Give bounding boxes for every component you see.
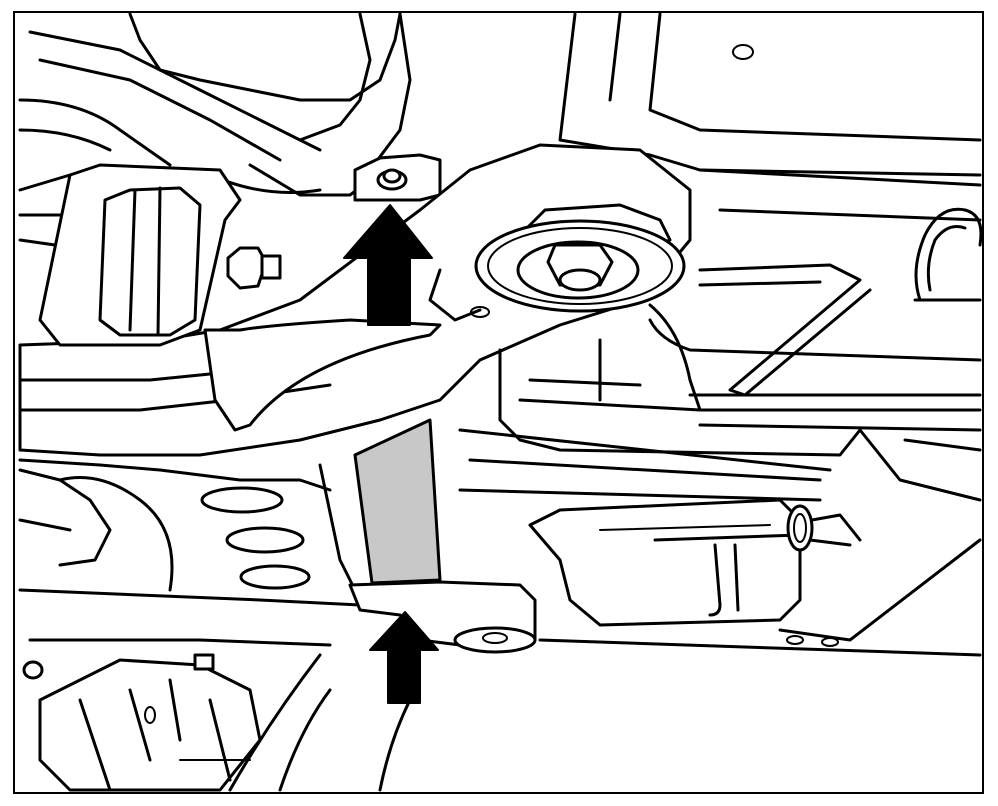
lower-left-panel <box>18 458 362 607</box>
right-frame-rail <box>648 208 982 432</box>
tank-body <box>458 338 982 502</box>
diagram-frame <box>13 11 984 794</box>
support-bar <box>353 418 442 585</box>
oval-hole <box>239 564 311 590</box>
upper-body-panel <box>18 12 412 197</box>
exhaust-hanger <box>913 207 983 302</box>
upper-right-plate <box>558 12 982 187</box>
side-nut <box>226 246 282 290</box>
arrow-up-icon <box>343 204 433 326</box>
arrow-up-icon <box>369 611 439 704</box>
left-bushing-mount <box>18 163 242 347</box>
lower-support-bracket <box>348 580 537 654</box>
crossmember-bushing <box>474 203 686 313</box>
upper-mount-bolt <box>353 153 442 202</box>
oval-hole <box>225 526 305 554</box>
muffler <box>528 498 982 657</box>
lower-wheel-assembly <box>22 638 412 792</box>
lower-arm-curve <box>203 318 442 432</box>
oval-hole <box>200 486 284 514</box>
